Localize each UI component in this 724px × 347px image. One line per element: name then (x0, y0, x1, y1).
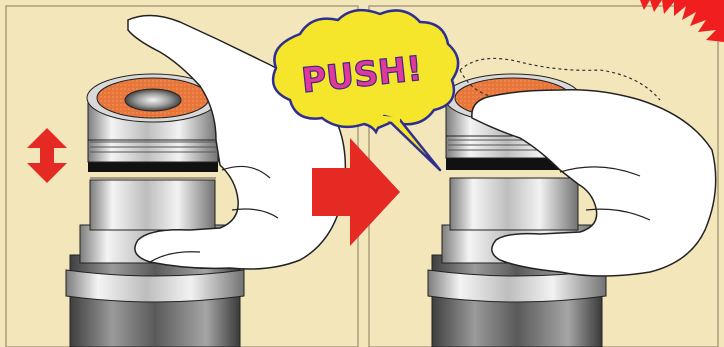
illustration-canvas: PUSH! (0, 0, 724, 347)
illustration: PUSH! (0, 0, 724, 347)
